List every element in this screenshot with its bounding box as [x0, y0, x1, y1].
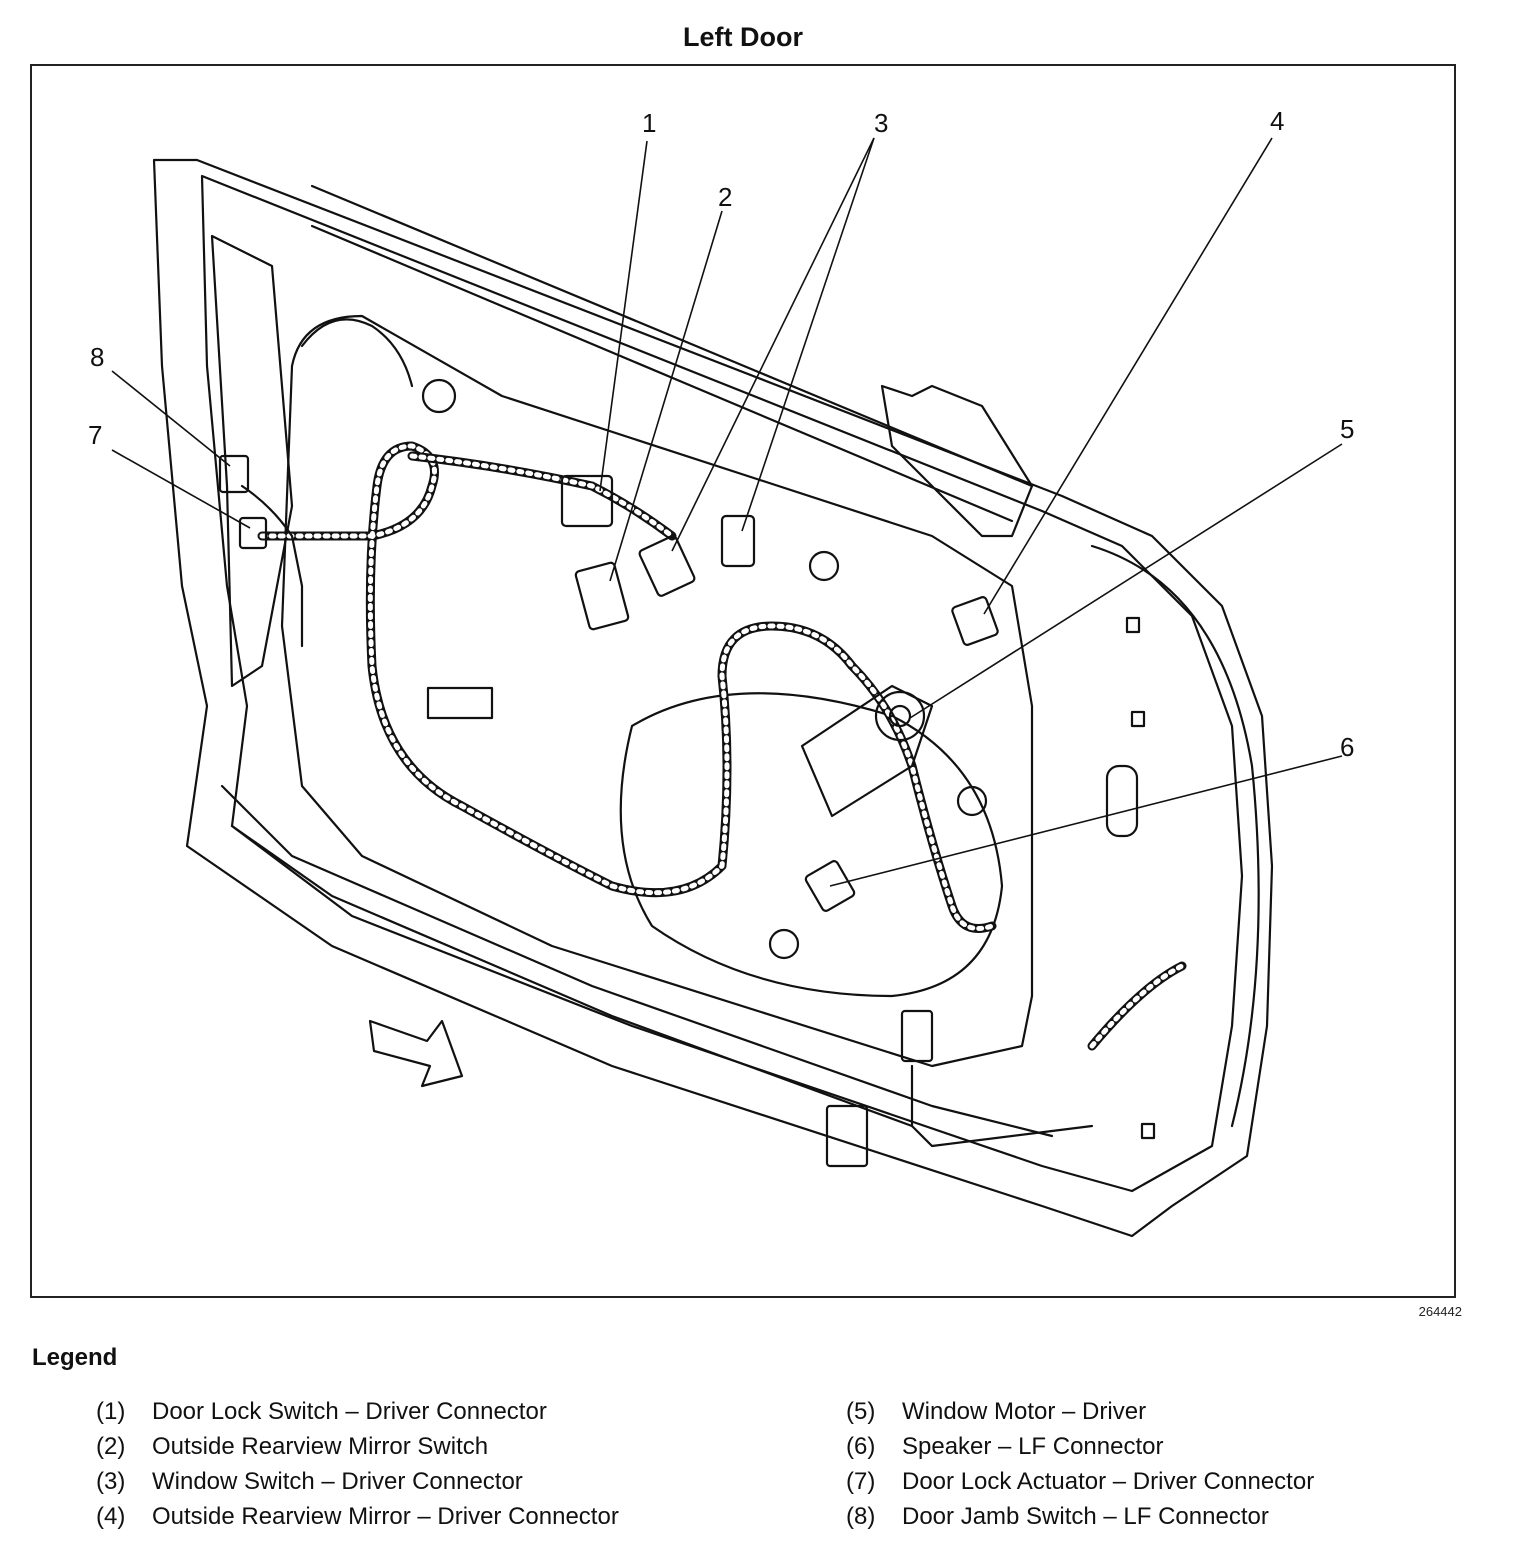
legend-text: Door Lock Switch – Driver Connector — [152, 1398, 547, 1425]
window-edge-inner — [310, 224, 1014, 523]
legend-text: Outside Rearview Mirror Switch — [152, 1433, 489, 1460]
window-motor-body — [800, 684, 934, 818]
callout-7: 7 — [88, 420, 102, 450]
leader-line-8 — [111, 370, 231, 467]
legend-item: (8) Door Jamb Switch – LF Connector — [846, 1499, 1314, 1534]
legend-column-right: (5) Window Motor – Driver (6) Speaker – LF… — [846, 1394, 1314, 1534]
diagram-title: Left Door — [683, 22, 803, 52]
legend-number: (5) — [846, 1398, 876, 1425]
connector-speaker — [804, 860, 856, 912]
connector-bottom-harness — [825, 1104, 869, 1168]
diagram-frame: 1 2 3 4 5 6 7 8 — [30, 64, 1456, 1298]
panel-slot — [1140, 1122, 1156, 1140]
legend-item: (5) Window Motor – Driver — [846, 1394, 1314, 1429]
leader-line-4 — [983, 137, 1273, 615]
door-outer-panel — [152, 158, 1274, 1238]
callout-2: 2 — [718, 182, 732, 212]
door-bottom-sill-2 — [230, 824, 914, 1128]
mount-hole — [421, 378, 457, 414]
panel-slot — [1125, 616, 1141, 634]
connector-door-lock-actuator — [238, 516, 268, 550]
mount-hole — [768, 928, 800, 960]
legend-item: (6) Speaker – LF Connector — [846, 1429, 1314, 1464]
door-wiring-illustration: 1 2 3 4 5 6 7 8 — [88, 106, 1354, 1238]
inner-cavity — [280, 314, 1034, 1068]
legend-item: (3) Window Switch – Driver Connector — [96, 1464, 619, 1499]
wire-hinge-branch — [240, 484, 304, 648]
hinge-plate — [210, 234, 294, 688]
leader-line-5 — [909, 443, 1343, 719]
leader-line-3b — [741, 137, 875, 532]
legend-number: (8) — [846, 1503, 876, 1530]
window-edge — [310, 184, 1034, 488]
legend-column-left: (1) Door Lock Switch – Driver Connector (… — [96, 1394, 619, 1534]
callout-8: 8 — [90, 342, 104, 372]
callout-4: 4 — [1270, 106, 1284, 136]
legend-number: (3) — [96, 1468, 126, 1495]
leader-line-7 — [111, 449, 251, 529]
legend-number: (1) — [96, 1398, 126, 1425]
legend-number: (6) — [846, 1433, 876, 1460]
legend-item: (2) Outside Rearview Mirror Switch — [96, 1429, 619, 1464]
connector-window-switch-b — [720, 514, 756, 568]
panel-slot — [1105, 764, 1139, 838]
window-motor-cap — [874, 690, 926, 742]
legend-text: Speaker – LF Connector — [902, 1433, 1164, 1460]
leader-line-1 — [599, 140, 648, 492]
callout-3: 3 — [874, 108, 888, 138]
legend-item: (7) Door Lock Actuator – Driver Connector — [846, 1464, 1314, 1499]
wire-harness-upper — [407, 451, 677, 541]
panel-tab — [426, 686, 494, 720]
lower-cavity — [619, 692, 1004, 998]
connector-mirror-driver — [951, 596, 999, 646]
connector-window-switch-a — [638, 535, 696, 597]
callout-1: 1 — [642, 108, 656, 138]
legend-text: Window Switch – Driver Connector — [152, 1468, 523, 1495]
mount-hole — [956, 785, 988, 817]
forward-direction-arrow — [368, 1019, 464, 1088]
connector-door-jamb-switch — [218, 454, 250, 494]
leader-line-3a — [671, 137, 875, 552]
legend-text: Outside Rearview Mirror – Driver Connect… — [152, 1503, 619, 1530]
door-inner-frame — [200, 174, 1244, 1193]
legend-number: (4) — [96, 1503, 126, 1530]
legend-item: (1) Door Lock Switch – Driver Connector — [96, 1394, 619, 1429]
leader-line-2 — [609, 210, 723, 582]
callout-6: 6 — [1340, 732, 1354, 762]
panel-slot — [1130, 710, 1146, 728]
wire-loop-left — [300, 318, 414, 388]
leader-line-6 — [829, 755, 1343, 887]
connector-bottom-b — [900, 1009, 934, 1063]
callout-5: 5 — [1340, 414, 1354, 444]
legend-text: Door Jamb Switch – LF Connector — [902, 1503, 1269, 1530]
legend-text: Window Motor – Driver — [902, 1398, 1147, 1425]
figure-id: 264442 — [1418, 1304, 1462, 1319]
legend-number: (2) — [96, 1433, 126, 1460]
connector-door-lock-switch — [560, 474, 614, 528]
door-front-edge — [1090, 544, 1260, 1128]
door-bottom-sill — [220, 784, 1054, 1138]
legend-number: (7) — [846, 1468, 876, 1495]
legend-item: (4) Outside Rearview Mirror – Driver Conn… — [96, 1499, 619, 1534]
connector-mirror-switch — [574, 561, 630, 631]
wire-bottom-branch — [910, 1064, 1094, 1148]
mirror-mount — [880, 384, 1034, 538]
mount-hole — [808, 550, 840, 582]
legend-heading: Legend — [32, 1344, 118, 1371]
legend-text: Door Lock Actuator – Driver Connector — [902, 1468, 1315, 1495]
